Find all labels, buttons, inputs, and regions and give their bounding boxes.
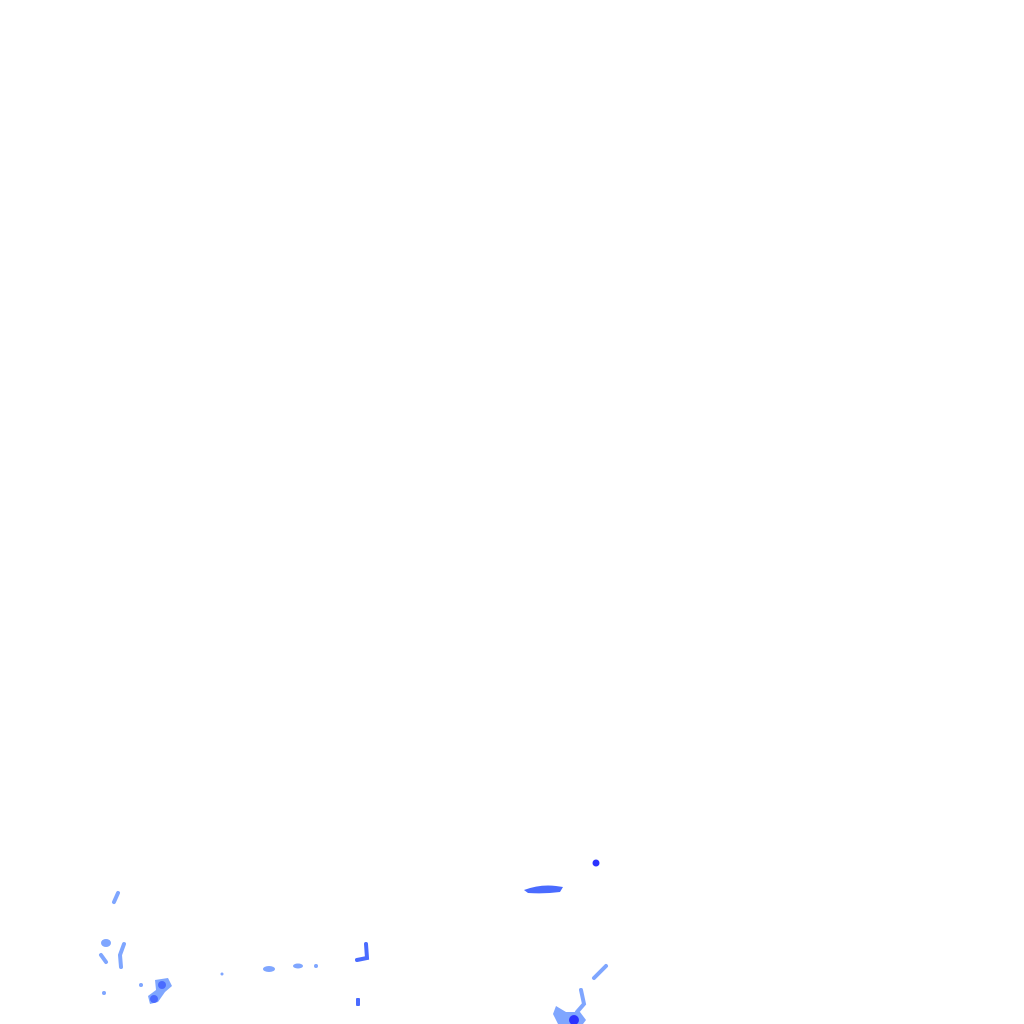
precip-feature — [355, 942, 370, 962]
precip-feature — [524, 885, 563, 894]
precip-feature — [314, 964, 318, 968]
precip-feature — [112, 891, 120, 904]
precip-feature — [150, 995, 158, 1003]
precip-feature — [263, 966, 275, 972]
precip-feature — [101, 939, 111, 947]
precip-feature — [117, 942, 126, 969]
precip-feature — [158, 981, 166, 989]
precip-feature — [592, 964, 608, 980]
precip-feature — [293, 963, 303, 969]
precip-feature — [569, 1015, 579, 1024]
precip-feature — [220, 972, 224, 976]
precip-feature — [102, 991, 106, 995]
precip-feature — [139, 983, 143, 987]
precip-feature — [575, 988, 587, 1014]
precip-feature — [592, 859, 600, 867]
precip-feature — [356, 998, 360, 1006]
precip-feature — [99, 953, 108, 964]
